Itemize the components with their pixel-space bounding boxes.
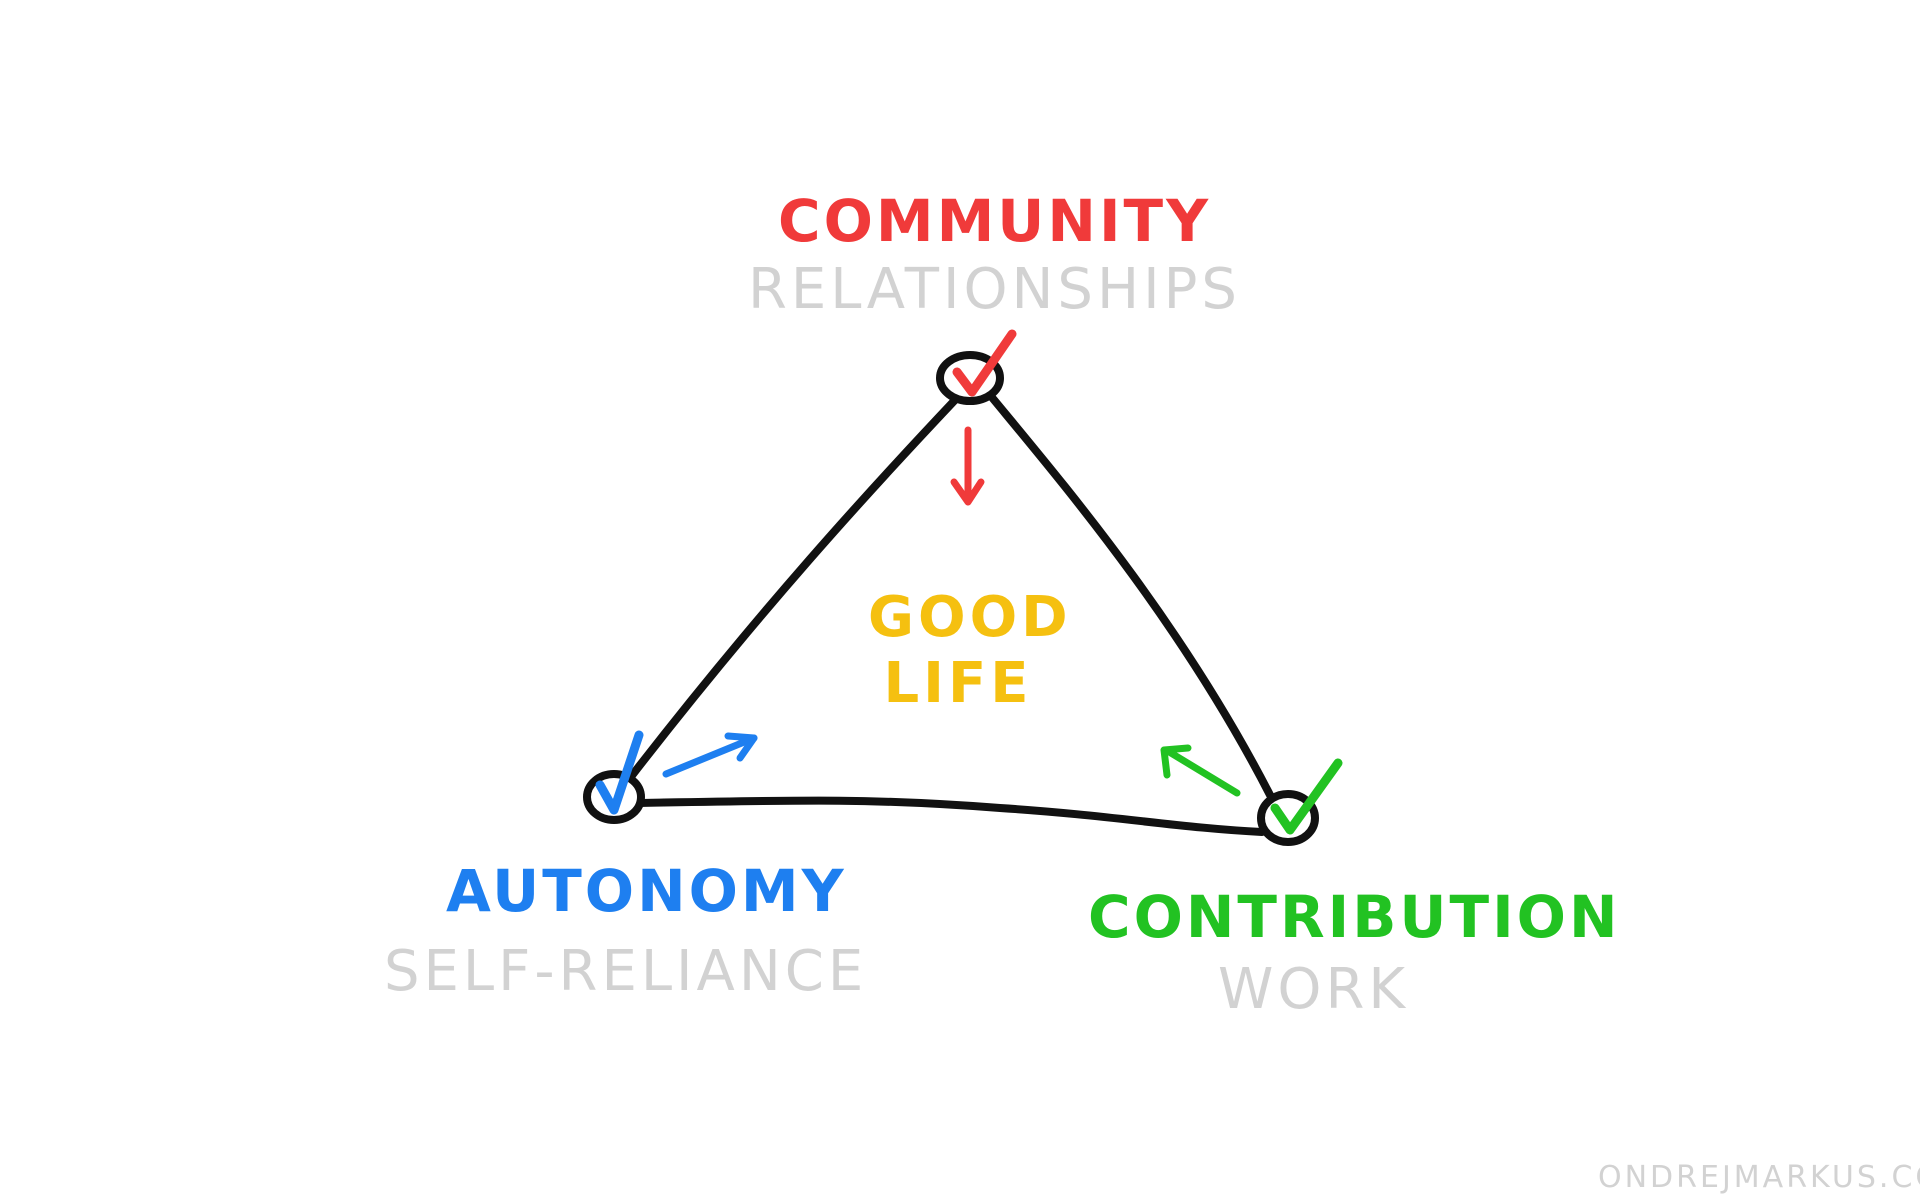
edge-community-contribution <box>986 391 1274 799</box>
relationships-label: RELATIONSHIPS <box>748 257 1241 322</box>
checkmark-icon <box>1270 758 1343 835</box>
edge-autonomy-contribution <box>636 796 1266 836</box>
arrow-icon <box>662 732 758 778</box>
community-label: COMMUNITY <box>778 187 1212 255</box>
autonomy-label: AUTONOMY <box>446 857 847 925</box>
arrow-icon <box>1160 744 1241 797</box>
life-label: LIFE <box>883 651 1033 716</box>
good-label: GOOD <box>868 585 1072 650</box>
checkmark-icon <box>595 730 644 815</box>
checkmark-icon <box>952 329 1017 397</box>
edge-community-autonomy <box>626 396 959 782</box>
arrow-icon <box>950 426 985 506</box>
contribution-label: CONTRIBUTION <box>1088 883 1621 951</box>
work-label: WORK <box>1218 957 1410 1022</box>
site-credit: ONDREJMARKUS.COM <box>1598 1160 1920 1195</box>
self-reliance-label: SELF-RELIANCE <box>384 939 868 1004</box>
